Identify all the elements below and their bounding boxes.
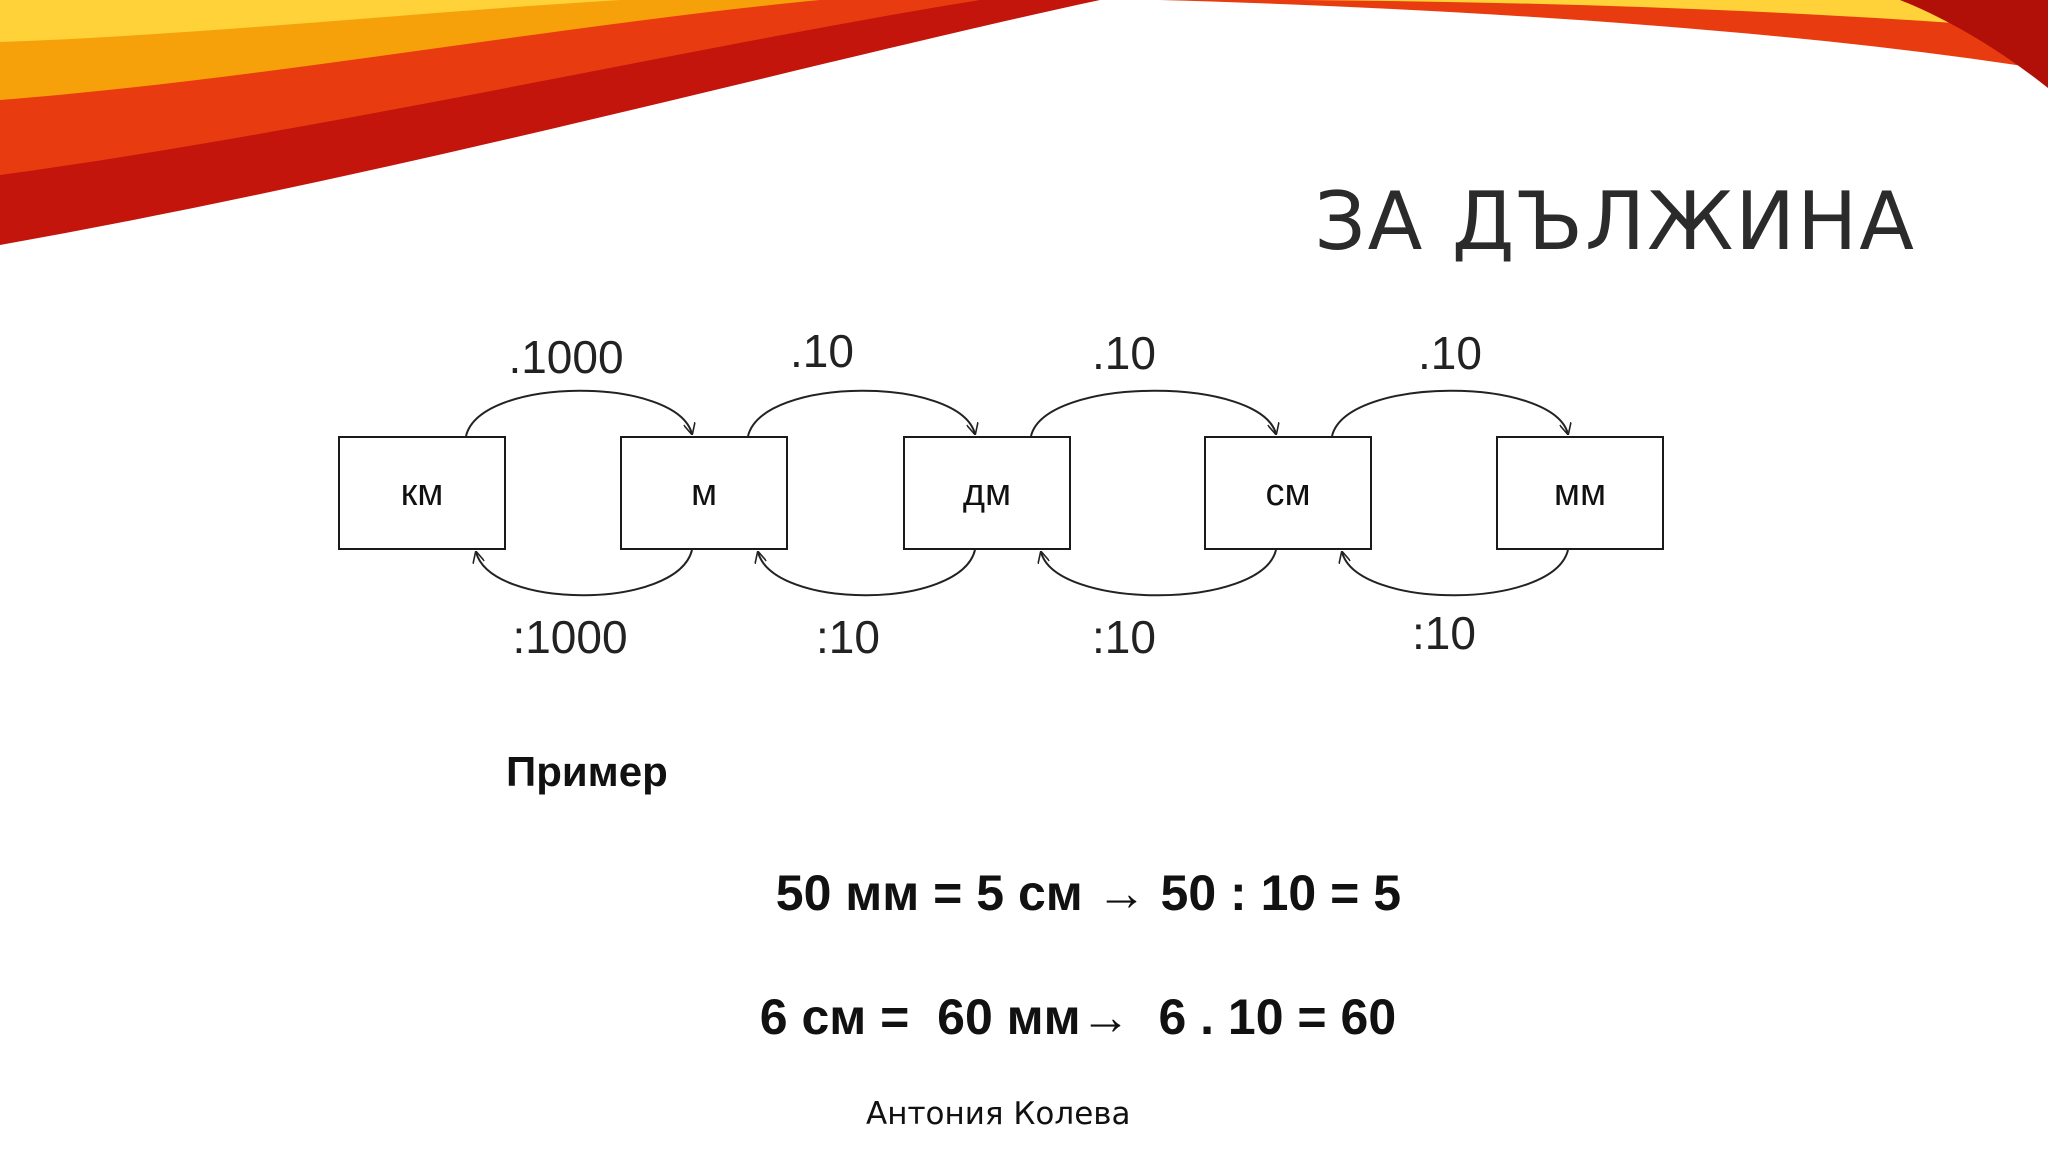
divide-op-m-km: :1000 <box>512 611 628 663</box>
arrow-right-icon: → <box>1080 989 1131 1045</box>
arrow-multiply-0 <box>465 389 692 436</box>
decorative-swoosh <box>0 0 2048 245</box>
arrow-multiply-3 <box>1331 389 1568 436</box>
unit-box-mm: мм <box>1496 436 1664 550</box>
multiply-op-m-dm: .10 <box>790 325 854 377</box>
unit-label-mm: мм <box>1553 471 1607 514</box>
author-name: Антония Колева <box>866 1096 1131 1132</box>
arrow-divide-0 <box>476 550 693 597</box>
equation-2-right: 6 . 10 = 60 <box>1130 989 1397 1045</box>
swoosh-yellow <box>0 0 620 42</box>
swoosh-right-yellow <box>1300 0 2048 30</box>
multiply-op-km-m: .1000 <box>508 331 624 383</box>
unit-box-km: км <box>338 436 506 550</box>
equation-1: 50 мм = 5 см → 50 : 10 = 5 <box>748 806 1401 922</box>
unit-box-m: м <box>620 436 788 550</box>
arrow-divide-2 <box>1041 550 1277 597</box>
slide-title: ЗА ДЪЛЖИНА <box>1314 175 1916 268</box>
arrow-divide-3 <box>1342 550 1569 597</box>
unit-box-cm: см <box>1204 436 1372 550</box>
arrow-divide-1 <box>758 550 976 597</box>
arrow-multiply-2 <box>1030 389 1276 436</box>
unit-label-dm: дм <box>962 471 1012 514</box>
multiply-op-cm-mm: .10 <box>1418 327 1482 379</box>
unit-box-dm: дм <box>903 436 1071 550</box>
multiply-op-dm-cm: .10 <box>1092 327 1156 379</box>
divide-op-dm-m: :10 <box>816 611 880 663</box>
equation-1-right: 50 : 10 = 5 <box>1146 865 1402 921</box>
swoosh-right-dark <box>1900 0 2048 88</box>
divide-op-mm-cm: :10 <box>1412 607 1476 659</box>
equation-2: 6 см = 60 мм→ 6 . 10 = 60 <box>732 930 1396 1046</box>
example-label: Пример <box>506 748 668 795</box>
divide-op-cm-dm: :10 <box>1092 611 1156 663</box>
equation-1-left: 50 мм = 5 см <box>775 865 1097 921</box>
unit-label-m: м <box>690 471 718 514</box>
unit-label-km: км <box>400 471 444 514</box>
unit-label-cm: см <box>1265 471 1311 514</box>
equation-2-left: 6 см = 60 мм <box>759 989 1081 1045</box>
arrow-right-icon: → <box>1096 865 1147 921</box>
arrow-multiply-1 <box>747 389 975 436</box>
swoosh-right-red <box>1160 0 2048 70</box>
